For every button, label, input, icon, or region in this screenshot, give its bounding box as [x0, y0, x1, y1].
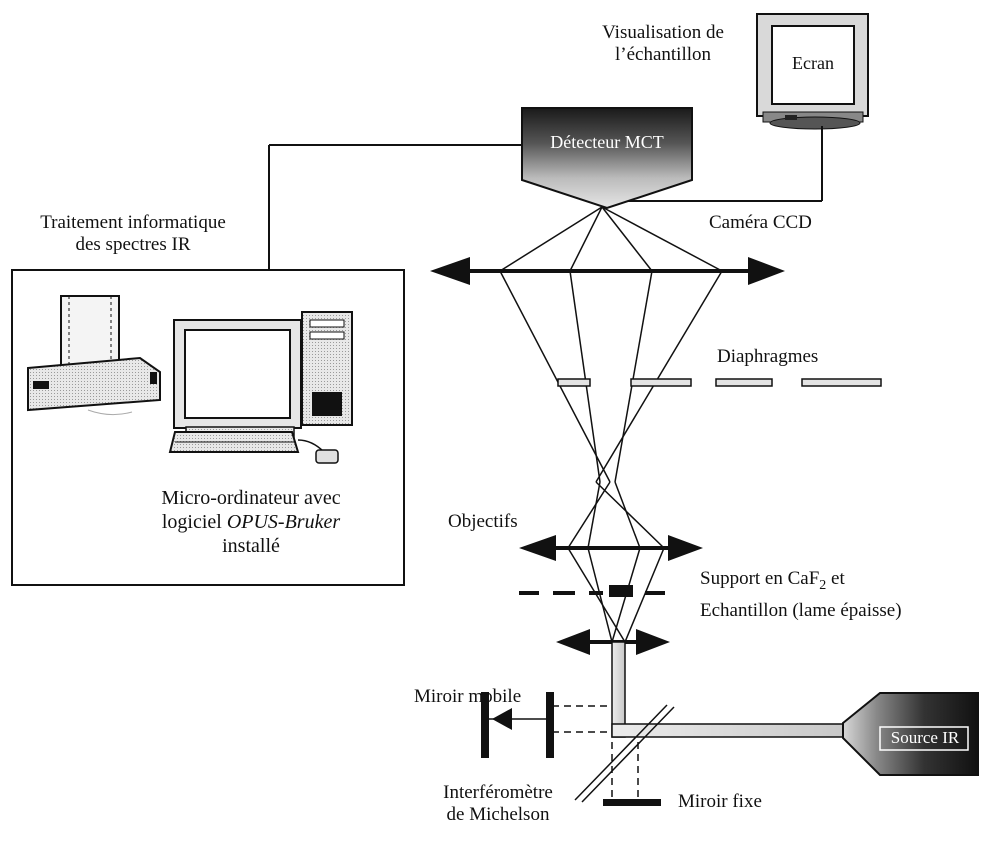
mouse-icon	[297, 439, 339, 464]
detector-mct-icon	[521, 107, 693, 210]
traitement-line-1: Traitement informatique	[40, 212, 226, 233]
fixed-mirror-icon	[603, 799, 661, 806]
source-ir-icon	[842, 692, 979, 776]
echantillon-label: Echantillon (lame épaisse)	[700, 600, 902, 621]
miroir-mobile-label: Miroir mobile	[414, 686, 522, 707]
diaphragmes-label: Diaphragmes	[717, 346, 819, 367]
visualisation-label: Visualisation de l’échantillon	[578, 22, 748, 66]
diaphragms	[557, 378, 882, 387]
miroir-fixe-label: Miroir fixe	[678, 791, 762, 812]
objectifs-label: Objectifs	[448, 511, 518, 532]
visualisation-line-2: l’échantillon	[614, 44, 712, 65]
computer-monitor-icon	[173, 319, 302, 440]
traitement-label: Traitement informatique des spectres IR	[8, 212, 258, 256]
detecteur-label: Détecteur MCT	[550, 132, 664, 152]
micro-line-1: Micro-ordinateur avec	[161, 487, 341, 509]
support-suffix: et	[826, 568, 845, 589]
visualisation-line-1: Visualisation de	[602, 22, 724, 43]
micro-ordinateur-label: Micro-ordinateur avec logiciel OPUS-Bruk…	[116, 486, 386, 558]
support-label: Support en CaF2 et	[700, 568, 845, 597]
traitement-line-2: des spectres IR	[75, 234, 191, 255]
ir-beam-vertical	[611, 641, 626, 738]
micro-line-2: logiciel OPUS-Bruker	[116, 510, 386, 534]
computer-tower-icon	[301, 311, 353, 426]
sample-support	[519, 585, 665, 597]
interferometre-line-1: Interféromètre	[443, 782, 553, 803]
moving-mirror-icon	[481, 692, 554, 758]
interferometer-dashed-beams	[552, 705, 639, 798]
monitor-icon	[756, 13, 869, 130]
upper-lens	[430, 257, 785, 285]
beamsplitter	[574, 704, 675, 803]
ecran-label: Ecran	[792, 53, 834, 73]
source-ir-label: Source IR	[890, 728, 960, 747]
printer-icon	[27, 295, 161, 416]
keyboard-icon	[168, 431, 300, 453]
support-subscript: 2	[819, 577, 827, 593]
support-prefix: Support en CaF	[700, 568, 820, 589]
objective-lens	[519, 535, 703, 561]
micro-line-2-prefix: logiciel	[161, 511, 227, 533]
micro-line-3: installé	[222, 535, 280, 557]
camera-label: Caméra CCD	[709, 212, 812, 233]
interferometre-line-2: de Michelson	[446, 804, 550, 825]
light-rays	[499, 206, 723, 643]
interferometre-label: Interféromètre de Michelson	[420, 782, 576, 826]
opus-bruker-text: OPUS-Bruker	[226, 511, 341, 533]
